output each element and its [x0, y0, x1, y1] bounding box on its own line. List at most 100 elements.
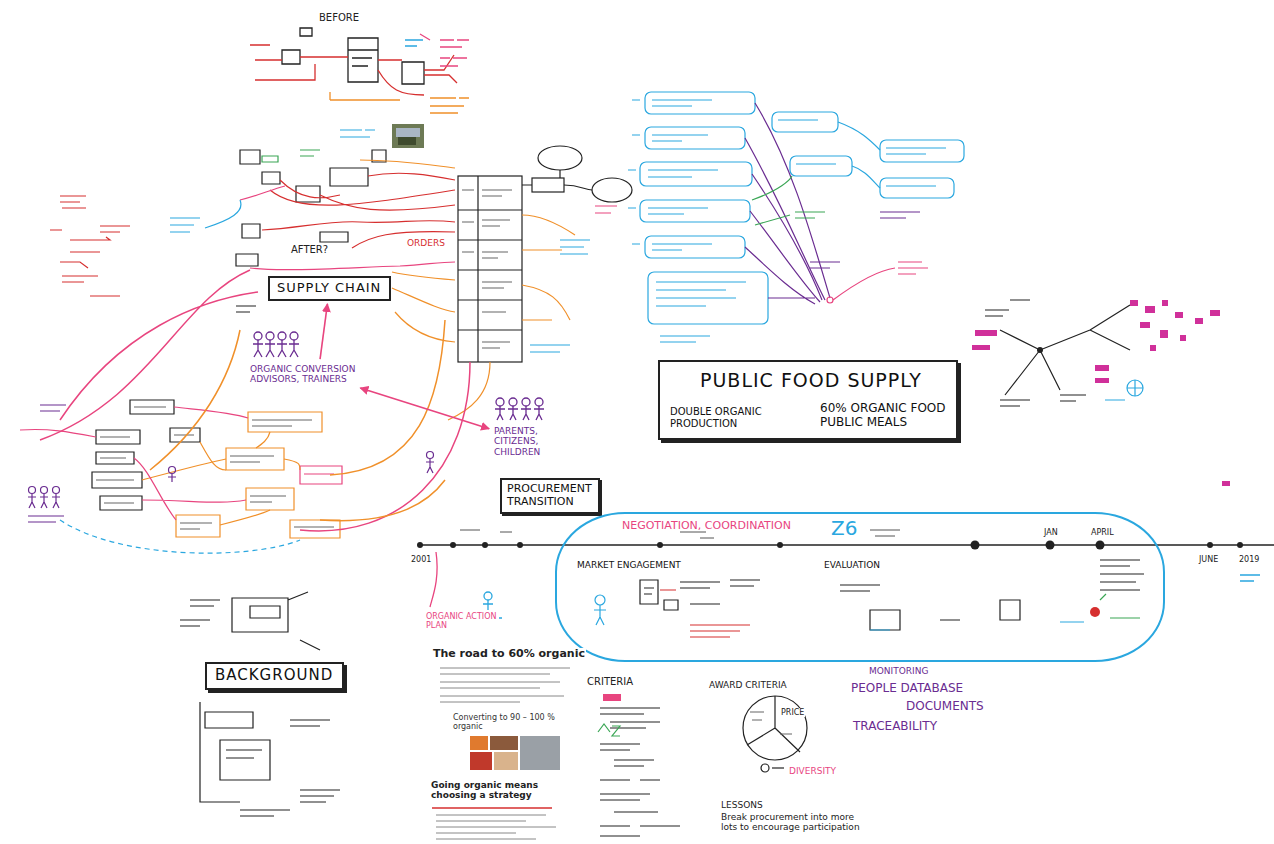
before-sketch [250, 28, 469, 113]
sketch-mark [517, 542, 523, 548]
sketch-mark [640, 200, 750, 222]
sketch-mark [1222, 481, 1230, 486]
annotation-label: AFTER? [290, 244, 329, 256]
sketch-mark [1150, 345, 1156, 351]
annotation-label: AWARD CRITERIA [708, 680, 788, 690]
sketch-mark [426, 459, 434, 473]
sketch-mark [595, 595, 605, 605]
sketch-mark [772, 112, 838, 132]
left-notes [50, 196, 130, 296]
sketch-mark [509, 398, 517, 406]
advisor-people [253, 332, 299, 357]
node-text: NEGOTIATION, COORDINATION [622, 520, 791, 533]
right-cluster [985, 300, 1143, 406]
right-cluster-notes [972, 300, 1230, 486]
sketch-mark [1237, 542, 1243, 548]
sketch-mark [436, 668, 570, 839]
sketch-mark [645, 236, 745, 258]
node-text: ORGANIC CONVERSION ADVISORS, TRAINERS [250, 364, 386, 385]
sketch-mark [96, 407, 194, 503]
sketch-mark [52, 494, 60, 508]
sketch-mark [772, 767, 784, 768]
sketch-mark [176, 412, 340, 538]
annotation-label: LESSONS [720, 800, 764, 810]
node-text: DOUBLE ORGANIC PRODUCTION [670, 406, 775, 429]
sketch-mark [1096, 541, 1105, 550]
sketch-mark [470, 752, 492, 770]
sketch-mark [432, 807, 552, 809]
sketch-mark [1046, 541, 1055, 550]
cluster-people [28, 405, 434, 522]
node-text: MARKET ENGAGEMENT [577, 560, 681, 570]
sketch-mark [494, 752, 518, 770]
sketch-mark [253, 340, 263, 357]
sketch-mark [598, 724, 620, 736]
sketch-mark [262, 150, 320, 162]
annotation-label: PRICE [780, 708, 805, 717]
sketch-mark [417, 542, 423, 548]
sketch-mark [330, 92, 469, 113]
node-text: SUPPLY CHAIN [277, 281, 382, 296]
sketch-mark [975, 330, 997, 336]
sketch-mark [262, 173, 455, 248]
sketch-mark [92, 400, 200, 510]
sketch-mark [495, 406, 505, 420]
sketch-mark [265, 340, 275, 357]
sketch-mark [180, 592, 340, 816]
sketch-mark [405, 40, 423, 46]
annotation-label: JUNE [1198, 555, 1219, 564]
sketch-mark [985, 300, 1130, 406]
node-text: 60% ORGANIC FOOD PUBLIC MEALS [820, 402, 950, 430]
sketch-mark [250, 45, 457, 95]
sketch-mark [1207, 542, 1213, 548]
sketch-mark [603, 694, 621, 701]
sketch-mark [1095, 378, 1109, 383]
sketch-mark [458, 176, 522, 362]
sketch-mark [41, 487, 48, 494]
sketch-mark [522, 398, 530, 406]
sketch-mark [289, 340, 299, 357]
sketch-mark [520, 736, 560, 770]
sketch-mark [534, 406, 544, 420]
sketch-box: ORGANIC CONVERSION ADVISORS, TRAINERS [248, 362, 388, 387]
sketch-mark [490, 736, 518, 750]
annotation-label: APRIL [1090, 528, 1115, 537]
sketch-box: PUBLIC FOOD SUPPLY DOUBLE ORGANIC PRODUCT… [658, 360, 958, 440]
sketch-mark [1210, 310, 1220, 316]
sketch-mark [827, 297, 833, 303]
sketch-mark [645, 92, 755, 114]
sketch-mark [169, 467, 176, 474]
sketch-mark [971, 541, 980, 550]
sketch-mark [484, 592, 492, 600]
sketch-box: SUPPLY CHAIN [268, 276, 391, 301]
sketch-mark [266, 332, 274, 340]
node-text: PUBLIC FOOD SUPPLY [700, 370, 922, 392]
sketch-mark [660, 590, 750, 637]
annotation-label: PEOPLE DATABASE [850, 682, 964, 696]
sketch-mark [450, 542, 456, 548]
sketch-mark [236, 306, 256, 312]
node-text: PARENTS, CITIZENS, CHILDREN [494, 426, 568, 457]
flow-arrow [360, 388, 489, 429]
sketch-mark [594, 605, 1084, 630]
sketch-mark [1100, 594, 1140, 618]
sketch-mark [880, 140, 964, 162]
supply-chain-sketch [170, 130, 455, 342]
sketch-mark [20, 407, 248, 520]
sketch-mark [777, 542, 783, 548]
sketch-mark [1162, 300, 1168, 306]
sketch-mark [880, 178, 954, 198]
flowchart-links [745, 103, 928, 304]
sketch-mark [458, 176, 522, 362]
sketch-box: NEGOTIATION, COORDINATION MARKET ENGAGEME… [555, 512, 1165, 662]
sketch-mark [1175, 312, 1183, 318]
sketch-mark [282, 28, 424, 84]
sketch-mark [810, 212, 920, 268]
sketch-mark [600, 708, 680, 836]
sketch-mark [40, 494, 48, 508]
background-sketch [180, 592, 340, 816]
annotation-label: JAN [1043, 528, 1059, 537]
sketch-mark [29, 487, 36, 494]
sketch-mark [254, 332, 262, 340]
annotation-label: TRACEABILITY [852, 720, 938, 734]
